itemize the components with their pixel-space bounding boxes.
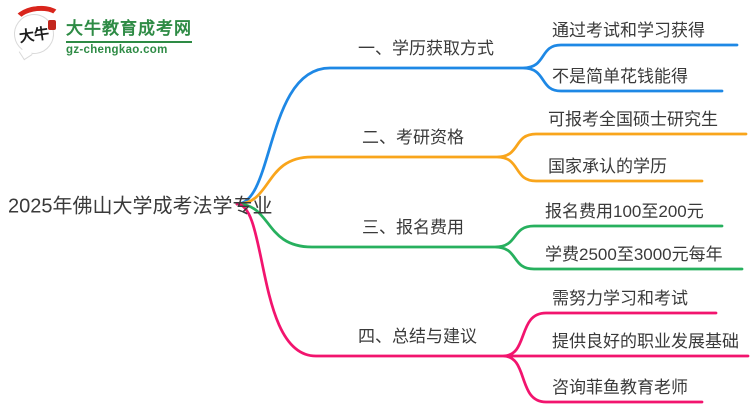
site-logo[interactable]: 大牛 大牛教育成考网 gz-chengkao.com [11, 3, 192, 58]
leaf-node: 提供良好的职业发展基础 [552, 332, 739, 351]
branch-node-4: 四、总结与建议 [358, 327, 477, 346]
logo-title: 大牛教育成考网 [66, 19, 192, 38]
leaf-node: 需努力学习和考试 [552, 289, 688, 308]
logo-bull-icon: 大牛 [11, 3, 65, 58]
branch-1-link [235, 43, 739, 206]
logo-text: 大牛教育成考网 gz-chengkao.com [66, 8, 192, 56]
branch-node-1: 一、学历获取方式 [358, 39, 494, 58]
branch-3-link [235, 202, 744, 271]
logo-domain: gz-chengkao.com [66, 44, 168, 56]
branch-2-link [235, 132, 748, 206]
leaf-node: 国家承认的学历 [548, 157, 667, 176]
leaf-node: 可报考全国硕士研究生 [548, 110, 718, 129]
leaf-node: 通过考试和学习获得 [552, 21, 705, 40]
logo-seal-icon [48, 20, 56, 30]
branch-4-link [235, 202, 750, 404]
root-node: 2025年佛山大学成考法学专业 [8, 195, 273, 218]
branch-node-2: 二、考研资格 [362, 128, 464, 147]
leaf-node: 咨询菲鱼教育老师 [552, 378, 688, 397]
leaf-node: 学费2500至3000元每年 [545, 245, 723, 264]
logo-divider [66, 41, 192, 43]
leaf-node: 报名费用100至200元 [545, 202, 704, 221]
branch-node-3: 三、报名费用 [362, 218, 464, 237]
leaf-node: 不是简单花钱能得 [552, 67, 688, 86]
